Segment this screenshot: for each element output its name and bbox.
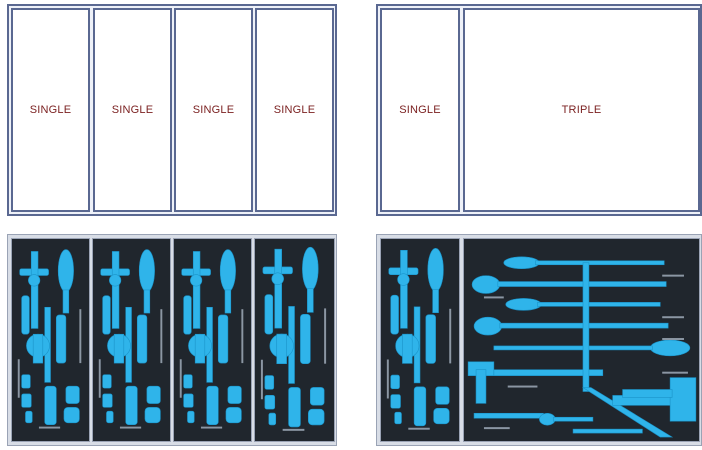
slot-label: SINGLE <box>30 104 72 116</box>
slot-single-1: SINGLE <box>11 8 90 212</box>
slot-label: SINGLE <box>193 104 235 116</box>
slot-single-3: SINGLE <box>174 8 253 212</box>
screwdriver-icon <box>139 250 154 314</box>
foam-tray-four-singles <box>7 234 337 446</box>
slot-label: TRIPLE <box>562 104 602 116</box>
triple-foam-tools <box>464 239 699 441</box>
screwdriver-icon <box>58 250 73 314</box>
screwdriver-icon <box>494 340 690 356</box>
pliers-icon <box>474 413 593 425</box>
single-foam-tools <box>93 239 170 441</box>
screwdriver-icon <box>474 317 668 335</box>
single-foam-tools <box>12 239 89 441</box>
foam-module-1 <box>11 238 90 442</box>
slot-triple: TRIPLE <box>463 8 700 212</box>
single-foam-tools <box>381 239 459 441</box>
foam-module-2 <box>92 238 171 442</box>
foam-module-single <box>380 238 460 442</box>
foam-tray-single-triple <box>376 234 702 446</box>
screwdriver-icon <box>220 250 235 314</box>
slot-label: SINGLE <box>399 104 441 116</box>
hammer-icon <box>468 362 603 404</box>
file-icon <box>573 429 642 433</box>
slot-label: SINGLE <box>274 104 316 116</box>
slot-label: SINGLE <box>112 104 154 116</box>
screwdriver-icon <box>472 276 666 294</box>
slot-single-4: SINGLE <box>255 8 334 212</box>
single-foam-tools <box>174 239 251 441</box>
tray-layout-four-singles: SINGLE SINGLE SINGLE SINGLE <box>7 4 337 216</box>
single-foam-tools <box>255 239 334 441</box>
screwdriver-icon <box>428 248 444 312</box>
tray-layout-single-triple: SINGLE TRIPLE <box>376 4 702 216</box>
foam-module-triple <box>463 238 700 442</box>
foam-module-4 <box>254 238 335 442</box>
slot-single-2: SINGLE <box>93 8 172 212</box>
foam-module-3 <box>173 238 252 442</box>
slot-single: SINGLE <box>380 8 460 212</box>
screwdriver-icon <box>302 247 318 312</box>
